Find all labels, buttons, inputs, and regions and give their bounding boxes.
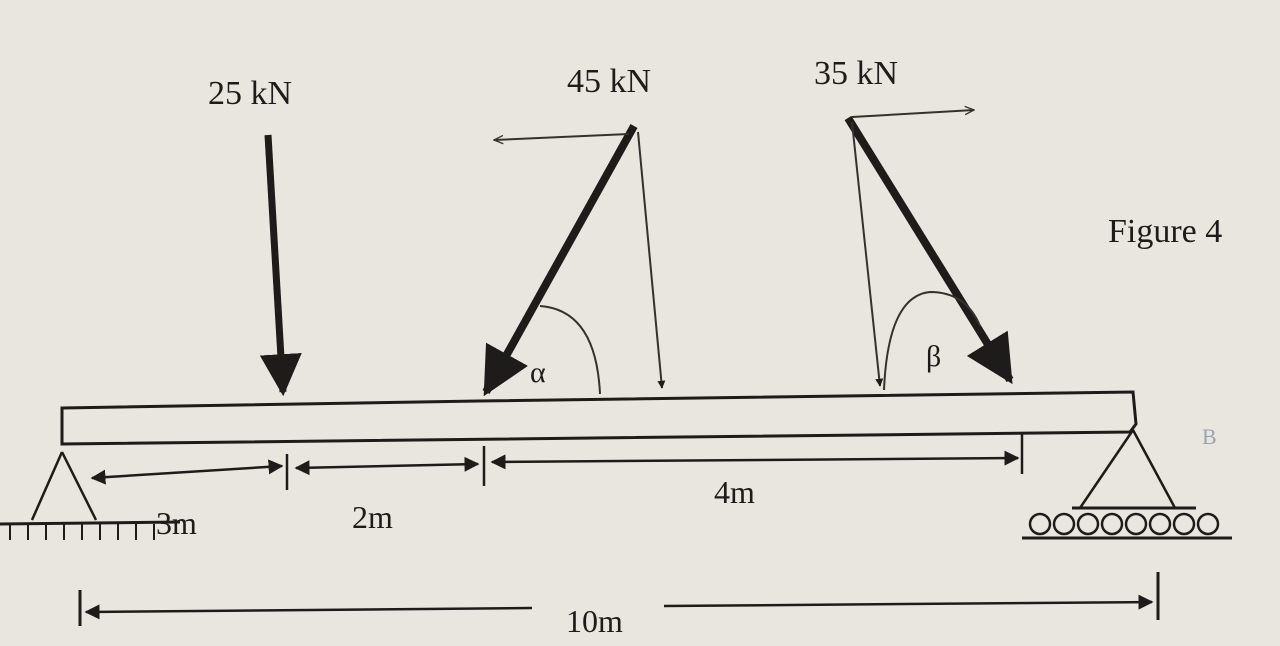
force-25kn: 25 kN — [208, 75, 302, 397]
ground-hatching — [9, 524, 155, 540]
angle-beta-label: β — [926, 340, 941, 373]
force-arrow — [482, 124, 638, 397]
pin-support — [0, 451, 181, 540]
dim-3m-line — [90, 459, 284, 485]
dim-10m-line-left — [84, 604, 533, 620]
force-label: 25 kN — [208, 75, 292, 112]
figure-label: Figure 4 — [1108, 213, 1222, 250]
horizontal-component-arrow — [851, 110, 974, 118]
dim-10m-line-right — [663, 594, 1154, 610]
force-45kn: α 45 kN — [482, 63, 666, 397]
dimension-lines: 3m 2m 4m — [90, 434, 1024, 541]
force-label: 35 kN — [814, 55, 898, 92]
vertical-component-arrow — [851, 121, 884, 387]
dim-4m-label: 4m — [714, 474, 755, 510]
dim-2m-label: 2m — [352, 499, 393, 535]
roller-wheels — [1028, 512, 1220, 536]
force-arrow — [259, 134, 302, 397]
roller-triangle — [1078, 429, 1177, 509]
force-arrow — [844, 115, 1014, 385]
dim-total: 10m — [78, 572, 1160, 639]
dim-3m-label: 3m — [156, 505, 197, 541]
horizontal-component-arrow — [494, 133, 630, 140]
support-mark: B — [1202, 424, 1217, 449]
ground-line — [0, 520, 181, 526]
angle-arc-alpha — [539, 305, 601, 395]
beam — [60, 390, 1138, 446]
dim-2m-line — [294, 456, 480, 476]
angle-arc-beta — [883, 290, 981, 391]
force-label: 45 kN — [567, 63, 651, 100]
force-35kn: β 35 kN — [814, 55, 1014, 391]
roller-support: B — [1022, 424, 1232, 540]
pin-triangle — [30, 451, 98, 521]
dim-10m-label: 10m — [566, 603, 623, 639]
dim-4m-line — [490, 450, 1020, 470]
vertical-component-arrow — [637, 131, 666, 389]
angle-alpha-label: α — [530, 356, 546, 389]
